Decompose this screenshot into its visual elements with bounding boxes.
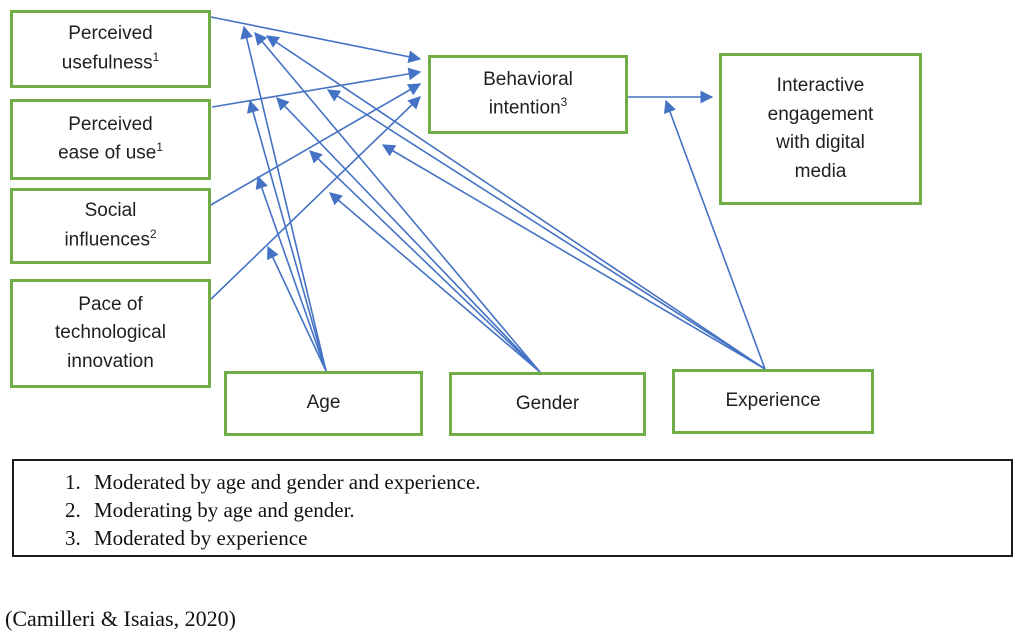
- box-experience: Experience: [672, 369, 874, 434]
- arrow-age-moderates-social-influences-path: [255, 175, 327, 372]
- box-label: Behavioral intention3: [483, 66, 573, 123]
- box-label: Interactive engagement with digital medi…: [768, 72, 874, 186]
- label-text: Perceived ease of use: [58, 113, 157, 164]
- box-label: Perceived ease of use1: [58, 111, 163, 168]
- arrow-perceived-ease-of-use-to-behavioral-intention: [211, 67, 422, 108]
- arrow-experience-moderates-perceived-usefulness-path: [265, 35, 766, 370]
- arrow-age-moderates-pace-path: [267, 245, 327, 372]
- box-perceived-ease-of-use: Perceived ease of use1: [10, 99, 211, 180]
- arrow-experience-moderates-pace-path: [381, 144, 766, 370]
- arrow-gender-moderates-perceived-usefulness-path: [254, 32, 541, 373]
- label-text: Social influences: [64, 200, 150, 251]
- box-label: Experience: [725, 387, 820, 416]
- box-social-influences: Social influences2: [10, 188, 211, 264]
- arrow-social-influences-to-behavioral-intention: [208, 83, 422, 207]
- box-label: Age: [307, 389, 341, 418]
- label-text: Interactive engagement with digital medi…: [767, 75, 874, 182]
- citation-text: (Camilleri & Isaias, 2020): [5, 606, 236, 631]
- footnotes-box: Moderated by age and gender and experien…: [12, 459, 1013, 557]
- footnote-marker: 3: [560, 96, 568, 110]
- footnote-marker: 2: [150, 227, 157, 241]
- arrow-gender-moderates-pace-path: [329, 192, 541, 373]
- box-gender: Gender: [449, 372, 646, 436]
- arrow-age-moderates-perceived-usefulness-path: [240, 25, 327, 372]
- arrow-perceived-usefulness-to-behavioral-intention: [210, 16, 422, 64]
- box-perceived-usefulness: Perceived usefulness1: [10, 10, 211, 88]
- arrow-age-moderates-perceived-ease-of-use-path: [246, 99, 327, 372]
- footnote-marker: 1: [156, 141, 163, 155]
- label-text: Age: [306, 392, 341, 414]
- box-interactive-engagement: Interactive engagement with digital medi…: [719, 53, 922, 205]
- arrow-layer: [207, 16, 766, 373]
- box-behavioral-intention: Behavioral intention3: [428, 55, 628, 134]
- arrow-gender-moderates-perceived-ease-of-use-path: [276, 97, 541, 373]
- footnote-2: Moderating by age and gender.: [86, 496, 1011, 524]
- label-text: Gender: [515, 392, 580, 414]
- footnote-marker: 1: [152, 50, 160, 64]
- box-label: Gender: [516, 390, 579, 419]
- arrow-gender-moderates-social-influences-path: [309, 150, 541, 373]
- label-text: Experience: [725, 390, 821, 412]
- footnotes-list: Moderated by age and gender and experien…: [14, 468, 1011, 552]
- footnote-3: Moderated by experience: [86, 524, 1011, 552]
- footnote-1: Moderated by age and gender and experien…: [86, 468, 1011, 496]
- label-text: Behavioral intention: [483, 68, 573, 119]
- arrow-experience-moderates-engagement-path: [663, 99, 766, 370]
- box-label: Social influences2: [64, 197, 156, 254]
- box-age: Age: [224, 371, 423, 436]
- box-label: Pace of technological innovation: [55, 291, 166, 377]
- arrow-experience-moderates-perceived-ease-of-use-path: [326, 89, 766, 370]
- label-text: Perceived usefulness: [61, 23, 153, 74]
- box-label: Perceived usefulness1: [62, 20, 159, 77]
- label-text: Pace of technological innovation: [55, 293, 166, 372]
- box-pace-of-technological-innovation: Pace of technological innovation: [10, 279, 211, 388]
- arrow-pace-of-innovation-to-behavioral-intention: [207, 96, 421, 303]
